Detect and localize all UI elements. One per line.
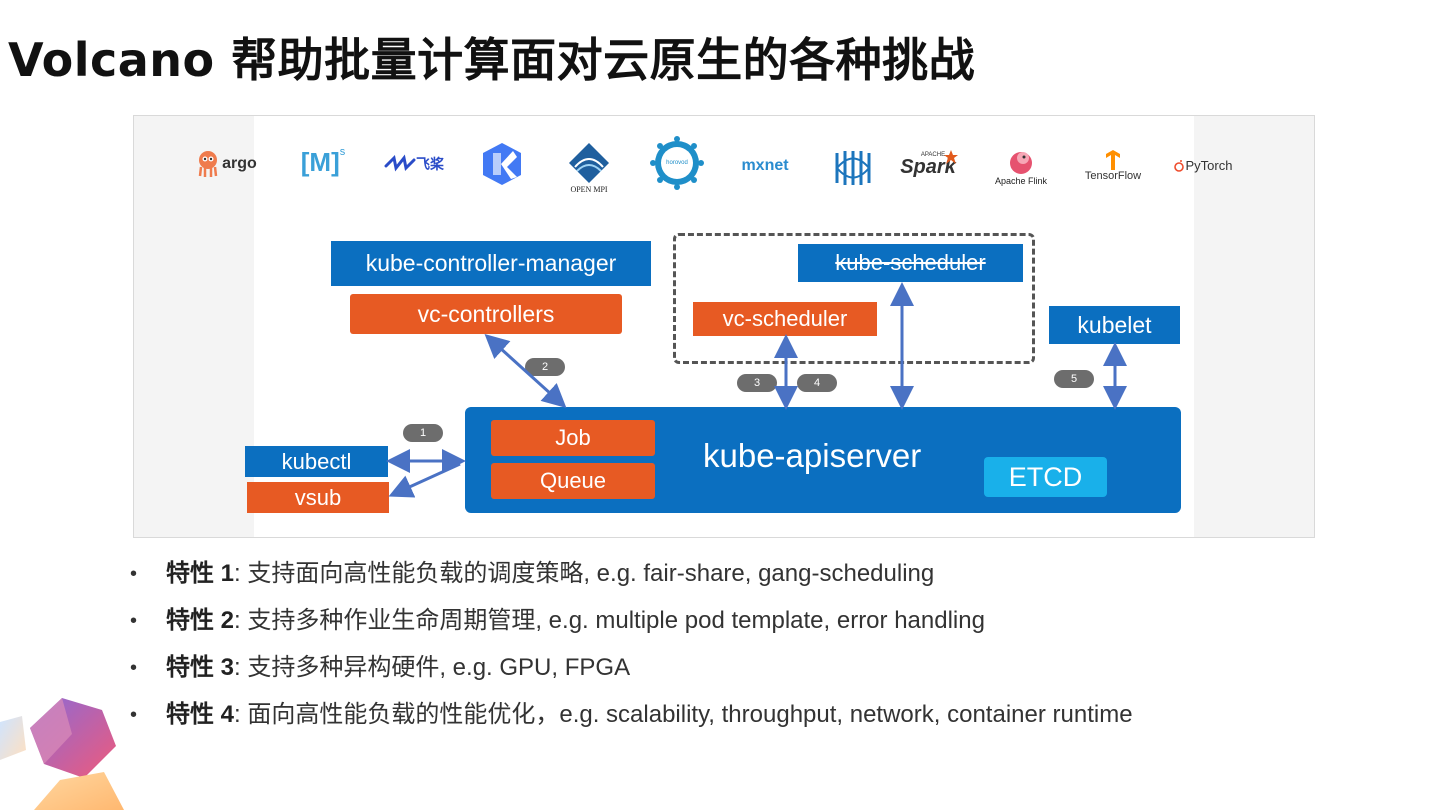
kubeflow-icon xyxy=(483,143,521,185)
mindspore-icon xyxy=(835,151,871,185)
feature-item: • 特性 4: 面向高性能负载的性能优化，e.g. scalability, t… xyxy=(130,696,1133,743)
kubeflow-logo xyxy=(478,140,526,188)
paddlepaddle-logo: 飞桨 xyxy=(379,150,449,178)
paddle-icon xyxy=(384,154,416,172)
argo-logo: argo xyxy=(194,148,260,180)
arrow-vc-controllers-apiserver xyxy=(484,333,567,409)
tensorflow-logo: TensorFlow xyxy=(1078,146,1148,186)
kube-scheduler-box: kube-scheduler xyxy=(798,244,1023,282)
openmpi-logo: OPEN MPI xyxy=(562,136,616,198)
vc-scheduler-box: vc-scheduler xyxy=(693,302,877,336)
connection-arrows xyxy=(386,282,1127,498)
spark-star-icon xyxy=(944,150,958,164)
feature-label: 特性 4 xyxy=(166,701,235,728)
argo-octopus-icon xyxy=(198,151,218,177)
feature-text: : 支持多种异构硬件, e.g. GPU, FPGA xyxy=(234,654,631,681)
bullet-point: • xyxy=(130,657,138,679)
feature-list: • 特性 1: 支持面向高性能负载的调度策略, e.g. fair-share,… xyxy=(130,555,1133,743)
tensorflow-icon xyxy=(1106,150,1120,170)
bullet-point: • xyxy=(130,563,138,585)
feature-item: • 特性 1: 支持面向高性能负载的调度策略, e.g. fair-share,… xyxy=(130,555,1133,602)
decorative-cubes xyxy=(0,698,124,810)
feature-item: • 特性 2: 支持多种作业生命周期管理, e.g. multiple pod … xyxy=(130,602,1133,649)
apache-spark-logo: APACHE Spark xyxy=(898,148,958,182)
queue-box: Queue xyxy=(491,463,655,499)
feature-label: 特性 1 xyxy=(166,560,235,587)
flink-squirrel-icon xyxy=(1010,152,1032,174)
step-badge-5: 5 xyxy=(1054,370,1094,388)
step-badge-4: 4 xyxy=(797,374,837,392)
architecture-diagram: argo [M] s 飞桨 OPEN MPI xyxy=(133,115,1315,538)
page-title: Volcano 帮助批量计算面对云原生的各种挑战 xyxy=(8,33,976,87)
mxnet-logo: mxnet xyxy=(741,157,789,174)
pytorch-flame-icon xyxy=(1173,159,1184,172)
horovod-icon xyxy=(650,136,704,190)
feature-item: • 特性 3: 支持多种异构硬件, e.g. GPU, FPGA xyxy=(130,649,1133,696)
etcd-box: ETCD xyxy=(984,457,1107,497)
horovod-logo: horovod xyxy=(648,134,706,192)
pytorch-logo: PyTorch xyxy=(1170,154,1236,176)
openmpi-icon xyxy=(569,142,609,183)
feature-label: 特性 2 xyxy=(166,607,235,634)
step-badge-1: 1 xyxy=(403,424,443,442)
kubelet-box: kubelet xyxy=(1049,306,1180,344)
feature-text: : 支持多种作业生命周期管理, e.g. multiple pod templa… xyxy=(234,607,985,634)
feature-label: 特性 3 xyxy=(166,654,235,681)
job-box: Job xyxy=(491,420,655,456)
apache-flink-logo: Apache Flink xyxy=(986,142,1056,190)
mindspore-logo xyxy=(830,146,874,190)
kubectl-box: kubectl xyxy=(245,446,388,477)
scheduler-group-border xyxy=(673,233,1035,364)
mpi-operator-logo: [M] s xyxy=(300,146,346,177)
vsub-box: vsub xyxy=(247,482,389,513)
kube-controller-manager-box: kube-controller-manager xyxy=(331,241,651,286)
bullet-point: • xyxy=(130,704,138,726)
feature-text: : 面向高性能负载的性能优化，e.g. scalability, through… xyxy=(234,701,1133,728)
bullet-point: • xyxy=(130,610,138,632)
vc-controllers-box: vc-controllers xyxy=(350,294,622,334)
arrow-vsub-apiserver xyxy=(388,462,461,498)
feature-text: : 支持面向高性能负载的调度策略, e.g. fair-share, gang-… xyxy=(234,560,935,587)
step-badge-3: 3 xyxy=(737,374,777,392)
